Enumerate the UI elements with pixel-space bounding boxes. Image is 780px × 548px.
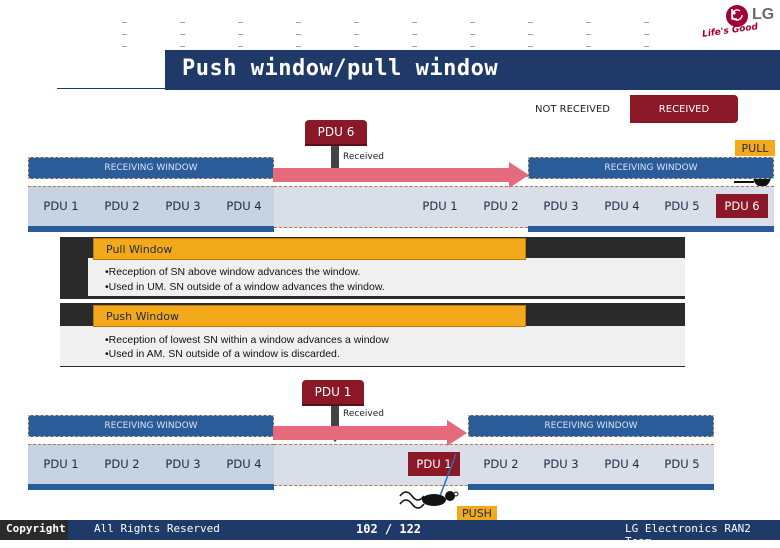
pull-left-window: RECEIVING WINDOW (28, 157, 274, 179)
push-right-cell-received: PDU 1 (408, 452, 460, 476)
logo-text: LG (752, 6, 775, 23)
pull-right-window: RECEIVING WINDOW (528, 157, 774, 179)
footer-page-number: 102 / 122 (356, 522, 422, 536)
pull-right-cell: PDU 4 (604, 199, 640, 213)
push-right-cell: PDU 3 (543, 457, 579, 471)
push-pdu-tag-base (302, 404, 364, 406)
push-window-bullet: •Reception of lowest SN within a window … (105, 334, 389, 346)
push-left-cell: PDU 2 (104, 457, 140, 471)
push-right-cell: PDU 2 (483, 457, 519, 471)
pull-advance-arrow (273, 162, 529, 188)
pull-left-cell: PDU 2 (104, 199, 140, 213)
pull-window-bullet: •Used in UM. SN outside of a window adva… (105, 281, 385, 293)
push-window-heading: Push Window (93, 305, 526, 327)
pull-window-heading: Pull Window (93, 238, 526, 260)
push-left-window: RECEIVING WINDOW (28, 415, 274, 437)
page-title: Push window/pull window (182, 56, 499, 81)
push-label: PUSH (457, 506, 497, 521)
lg-logo (698, 2, 778, 46)
pull-pdu-row-right (274, 186, 774, 228)
pull-pdu-row-left (28, 186, 274, 228)
pull-window-box-inner (88, 258, 685, 296)
pull-left-cell: PDU 1 (43, 199, 79, 213)
pull-left-cell: PDU 4 (226, 199, 262, 213)
pull-right-window-strip (528, 226, 774, 232)
footer-team: LG Electronics RAN2 Team (625, 522, 751, 548)
push-left-cell: PDU 1 (43, 457, 79, 471)
pull-window-bullet: •Reception of SN above window advances t… (105, 266, 361, 278)
pull-right-cell: PDU 2 (483, 199, 519, 213)
push-window-bullet: •Used in AM. SN outside of a window is d… (105, 348, 340, 360)
pull-pdu-tag-base (305, 144, 367, 146)
push-right-cell: PDU 5 (664, 457, 700, 471)
legend-received: RECEIVED (630, 95, 738, 123)
pull-left-cell: PDU 3 (165, 199, 201, 213)
push-pdu-row-right (274, 444, 714, 486)
title-underline (57, 88, 167, 89)
footer-rights: All Rights Reserved (94, 522, 220, 535)
push-left-cell: PDU 4 (226, 457, 262, 471)
pull-right-cell: PDU 1 (422, 199, 458, 213)
legend-not-received: NOT RECEIVED (515, 95, 630, 123)
pull-received-label: Received (343, 152, 384, 162)
push-right-cell: PDU 4 (604, 457, 640, 471)
push-received-label: Received (343, 409, 384, 419)
push-figure-icon (399, 453, 459, 509)
footer-copyright: Copyright (6, 522, 66, 535)
push-pdu-tag: PDU 1 (302, 380, 364, 404)
push-window-box-inner (60, 326, 685, 366)
push-left-cell: PDU 3 (165, 457, 201, 471)
push-right-window-strip (468, 484, 714, 490)
pull-right-cell: PDU 3 (543, 199, 579, 213)
footer-bar (0, 520, 780, 540)
footer-copyright-block (0, 520, 68, 540)
push-advance-arrow (273, 420, 467, 446)
pull-label: PULL (735, 140, 775, 156)
pull-right-cell-received: PDU 6 (716, 194, 768, 218)
pull-left-window-strip (28, 226, 274, 232)
pull-right-cell: PDU 5 (664, 199, 700, 213)
title-bar (165, 50, 780, 90)
push-right-window: RECEIVING WINDOW (468, 415, 714, 437)
pull-pdu-tag: PDU 6 (305, 120, 367, 144)
push-left-window-strip (28, 484, 274, 490)
